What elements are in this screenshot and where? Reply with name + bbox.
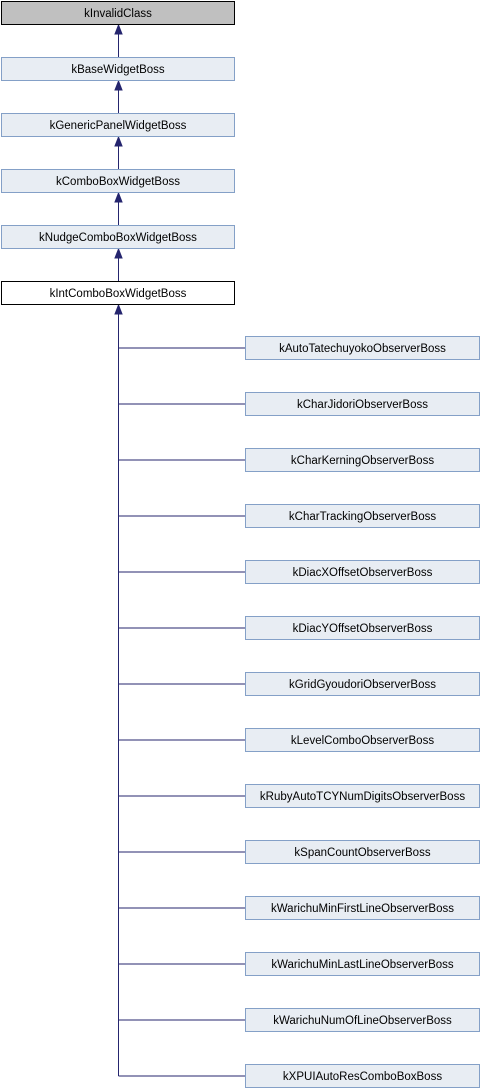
inheritance-arrow (114, 135, 123, 147)
class-node-k-warichu-num-of-line-observer-boss-label: kWarichuNumOfLineObserverBoss (273, 1015, 452, 1027)
class-node-k-auto-tatechuyoko-observer-boss-label: kAutoTatechuyokoObserverBoss (279, 343, 446, 355)
class-node-k-char-tracking-observer-boss[interactable]: kCharTrackingObserverBoss (245, 504, 480, 528)
class-node-k-char-jidori-observer-boss[interactable]: kCharJidoriObserverBoss (245, 392, 480, 416)
class-node-k-level-combo-observer-boss-label: kLevelComboObserverBoss (291, 735, 434, 747)
class-node-k-char-kerning-observer-boss-label: kCharKerningObserverBoss (291, 455, 434, 467)
inheritance-arrow (114, 191, 123, 203)
class-node-k-base-widget-boss[interactable]: kBaseWidgetBoss (1, 57, 235, 81)
class-node-k-diac-x-offset-observer-boss[interactable]: kDiacXOffsetObserverBoss (245, 560, 480, 584)
class-node-k-invalid-class-label: kInvalidClass (84, 8, 152, 20)
class-node-k-diac-y-offset-observer-boss-label: kDiacYOffsetObserverBoss (293, 623, 433, 635)
class-node-k-generic-panel-widget-boss-label: kGenericPanelWidgetBoss (50, 120, 187, 132)
class-node-k-warichu-min-last-line-observer-boss-label: kWarichuMinLastLineObserverBoss (271, 959, 454, 971)
class-node-k-warichu-min-first-line-observer-boss-label: kWarichuMinFirstLineObserverBoss (271, 903, 454, 915)
class-node-k-invalid-class[interactable]: kInvalidClass (1, 1, 235, 25)
class-node-k-warichu-min-last-line-observer-boss[interactable]: kWarichuMinLastLineObserverBoss (245, 952, 480, 976)
class-node-k-generic-panel-widget-boss-box (1, 113, 235, 137)
class-node-k-int-combo-box-widget-boss[interactable]: kIntComboBoxWidgetBoss (1, 281, 235, 305)
class-node-k-xpui-auto-res-combo-box-boss-label: kXPUIAutoResComboBoxBoss (283, 1071, 442, 1083)
class-node-k-xpui-auto-res-combo-box-boss[interactable]: kXPUIAutoResComboBoxBoss (245, 1064, 480, 1088)
class-node-k-generic-panel-widget-boss[interactable]: kGenericPanelWidgetBoss (1, 113, 235, 137)
class-node-k-ruby-auto-tcy-num-digits-observer-boss[interactable]: kRubyAutoTCYNumDigitsObserverBoss (245, 784, 480, 808)
class-node-k-diac-y-offset-observer-boss[interactable]: kDiacYOffsetObserverBoss (245, 616, 480, 640)
class-node-k-int-combo-box-widget-boss-box (1, 281, 235, 305)
class-node-k-int-combo-box-widget-boss-label: kIntComboBoxWidgetBoss (50, 288, 187, 300)
class-node-k-diac-x-offset-observer-boss-label: kDiacXOffsetObserverBoss (293, 567, 433, 579)
class-node-k-nudge-combo-box-widget-boss-label: kNudgeComboBoxWidgetBoss (39, 232, 197, 244)
class-node-k-grid-gyoudori-observer-boss-label: kGridGyoudoriObserverBoss (289, 679, 436, 691)
class-node-k-ruby-auto-tcy-num-digits-observer-boss-label: kRubyAutoTCYNumDigitsObserverBoss (260, 791, 465, 803)
class-node-k-char-jidori-observer-boss-label: kCharJidoriObserverBoss (297, 399, 428, 411)
class-node-k-base-widget-boss-box (1, 57, 235, 81)
class-node-k-nudge-combo-box-widget-boss-box (1, 225, 235, 249)
class-node-k-char-tracking-observer-boss-label: kCharTrackingObserverBoss (289, 511, 436, 523)
class-node-k-level-combo-observer-boss[interactable]: kLevelComboObserverBoss (245, 728, 480, 752)
inheritance-arrow (114, 23, 123, 35)
inheritance-arrow (114, 79, 123, 91)
class-node-k-grid-gyoudori-observer-boss[interactable]: kGridGyoudoriObserverBoss (245, 672, 480, 696)
class-node-k-warichu-num-of-line-observer-boss[interactable]: kWarichuNumOfLineObserverBoss (245, 1008, 480, 1032)
class-node-k-invalid-class-box (1, 1, 235, 25)
class-node-k-combo-box-widget-boss[interactable]: kComboBoxWidgetBoss (1, 169, 235, 193)
derived-arrow (114, 303, 123, 315)
class-node-k-combo-box-widget-boss-label: kComboBoxWidgetBoss (56, 176, 180, 188)
class-node-k-nudge-combo-box-widget-boss[interactable]: kNudgeComboBoxWidgetBoss (1, 225, 235, 249)
class-node-k-warichu-min-first-line-observer-boss[interactable]: kWarichuMinFirstLineObserverBoss (245, 896, 480, 920)
class-node-k-combo-box-widget-boss-box (1, 169, 235, 193)
class-node-k-base-widget-boss-label: kBaseWidgetBoss (71, 64, 165, 76)
edges (114, 23, 246, 1077)
class-node-k-auto-tatechuyoko-observer-boss[interactable]: kAutoTatechuyokoObserverBoss (245, 336, 480, 360)
inheritance-arrow (114, 247, 123, 259)
class-node-k-span-count-observer-boss[interactable]: kSpanCountObserverBoss (245, 840, 480, 864)
class-node-k-char-kerning-observer-boss[interactable]: kCharKerningObserverBoss (245, 448, 480, 472)
class-node-k-span-count-observer-boss-label: kSpanCountObserverBoss (294, 847, 430, 859)
